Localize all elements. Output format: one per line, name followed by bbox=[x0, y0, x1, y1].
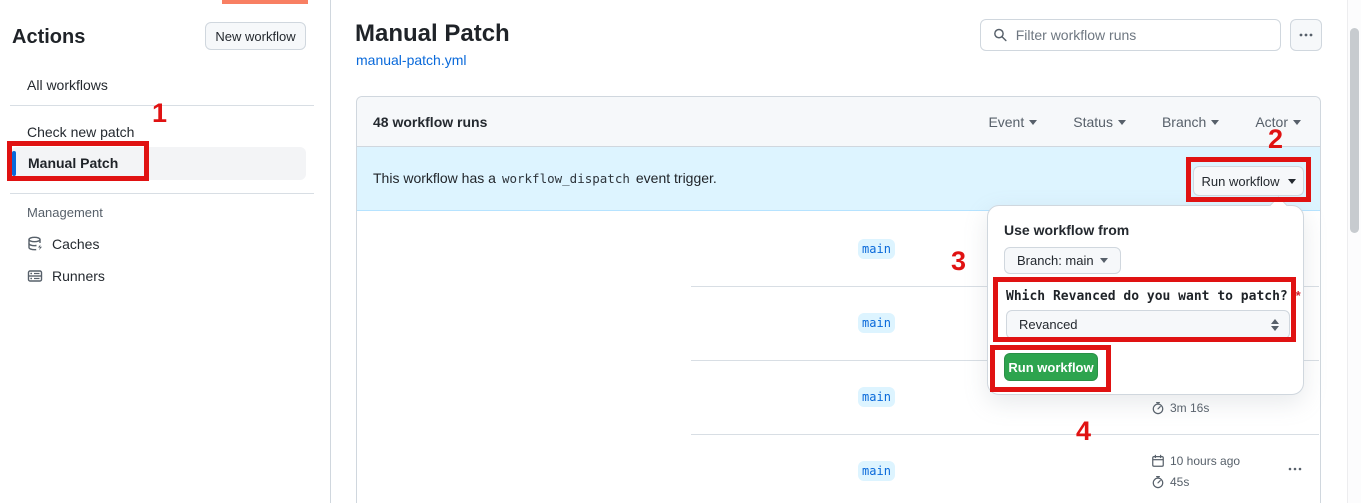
run-workflow-dropdown-button[interactable]: Run workflow bbox=[1193, 166, 1304, 196]
workflow-file-link[interactable]: manual-patch.yml bbox=[356, 52, 467, 68]
calendar-icon bbox=[1152, 454, 1164, 467]
top-accent-bar bbox=[222, 0, 308, 4]
kebab-horizontal-icon bbox=[1299, 33, 1313, 37]
actions-sidebar: Actions New workflow All workflows Check… bbox=[0, 0, 331, 503]
sidebar-item-caches[interactable]: Caches bbox=[27, 236, 99, 252]
workflow-dispatch-banner: This workflow has a workflow_dispatch ev… bbox=[357, 147, 1320, 211]
branch-badge[interactable]: main bbox=[858, 461, 895, 481]
filter-workflow-runs-input[interactable] bbox=[1015, 27, 1268, 43]
runners-server-icon bbox=[27, 270, 43, 282]
chevron-down-icon bbox=[1029, 119, 1038, 125]
runs-filters: Event Status Branch Actor bbox=[988, 97, 1301, 147]
cache-database-icon bbox=[28, 236, 42, 251]
sidebar-item-label: Manual Patch bbox=[28, 155, 119, 171]
workflow-dispatch-code: workflow_dispatch bbox=[501, 171, 630, 186]
run-row-kebab-button[interactable] bbox=[1283, 461, 1307, 477]
popup-heading: Use workflow from bbox=[1004, 222, 1130, 238]
sidebar-title: Actions bbox=[12, 26, 86, 48]
branch-select-button[interactable]: Branch: main bbox=[1004, 247, 1121, 274]
stopwatch-icon bbox=[1152, 475, 1164, 489]
revanced-select-value: Revanced bbox=[1019, 317, 1078, 332]
sidebar-item-runners[interactable]: Runners bbox=[27, 268, 105, 284]
new-workflow-button[interactable]: New workflow bbox=[205, 22, 306, 50]
chevron-down-icon bbox=[1099, 258, 1108, 263]
row-divider bbox=[691, 434, 1319, 435]
chevron-down-icon bbox=[1211, 119, 1220, 125]
run-duration: 3m 16s bbox=[1151, 401, 1209, 415]
branch-badge[interactable]: main bbox=[858, 387, 895, 407]
search-icon bbox=[994, 28, 1007, 42]
page-kebab-button[interactable] bbox=[1290, 19, 1322, 51]
required-marker: * bbox=[1295, 288, 1301, 303]
annotation-step-4: 4 bbox=[1076, 416, 1092, 446]
chevron-down-icon bbox=[1287, 178, 1296, 184]
workflow-runs-count: 48 workflow runs bbox=[373, 114, 488, 130]
annotation-step-3: 3 bbox=[951, 246, 967, 276]
selected-accent-bar bbox=[12, 151, 16, 176]
event-filter-dropdown[interactable]: Event bbox=[988, 114, 1038, 130]
chevron-down-icon bbox=[1117, 119, 1126, 125]
management-section-label: Management bbox=[27, 205, 103, 220]
run-workflow-submit-button[interactable]: Run workflow bbox=[1004, 353, 1098, 381]
revanced-select[interactable]: Revanced bbox=[1006, 310, 1290, 339]
sidebar-divider bbox=[10, 105, 314, 106]
sidebar-item-all-workflows[interactable]: All workflows bbox=[27, 77, 108, 93]
runs-table-header: 48 workflow runs Event Status Branch Act… bbox=[357, 97, 1320, 147]
sidebar-item-check-new-patch[interactable]: Check new patch bbox=[27, 124, 135, 140]
run-workflow-popup: Use workflow from Branch: main Which Rev… bbox=[987, 196, 1304, 395]
run-duration: 45s bbox=[1151, 475, 1189, 489]
page-title: Manual Patch bbox=[355, 20, 510, 47]
actor-filter-dropdown[interactable]: Actor bbox=[1255, 114, 1301, 130]
annotation-step-2: 2 bbox=[1268, 124, 1284, 154]
chevron-down-icon bbox=[1293, 119, 1301, 125]
select-updown-icon bbox=[1271, 318, 1279, 331]
run-timestamp: 10 hours ago bbox=[1151, 454, 1240, 468]
banner-text: This workflow has a workflow_dispatch ev… bbox=[373, 170, 717, 186]
branch-filter-dropdown[interactable]: Branch bbox=[1162, 114, 1220, 130]
annotation-step-1: 1 bbox=[152, 98, 168, 128]
kebab-horizontal-icon bbox=[1288, 467, 1302, 471]
sidebar-item-manual-patch[interactable]: Manual Patch bbox=[11, 147, 306, 180]
scrollbar-thumb[interactable] bbox=[1350, 28, 1359, 233]
workflow-input-label: Which Revanced do you want to patch? * bbox=[1006, 288, 1301, 304]
branch-badge[interactable]: main bbox=[858, 313, 895, 333]
filter-workflow-runs-box[interactable] bbox=[980, 19, 1281, 51]
sidebar-item-label: Runners bbox=[52, 268, 105, 284]
sidebar-item-label: Caches bbox=[52, 236, 100, 252]
stopwatch-icon bbox=[1152, 401, 1164, 415]
branch-badge[interactable]: main bbox=[858, 239, 895, 259]
status-filter-dropdown[interactable]: Status bbox=[1073, 114, 1126, 130]
sidebar-divider bbox=[10, 193, 314, 194]
scrollbar-track[interactable] bbox=[1347, 0, 1361, 503]
